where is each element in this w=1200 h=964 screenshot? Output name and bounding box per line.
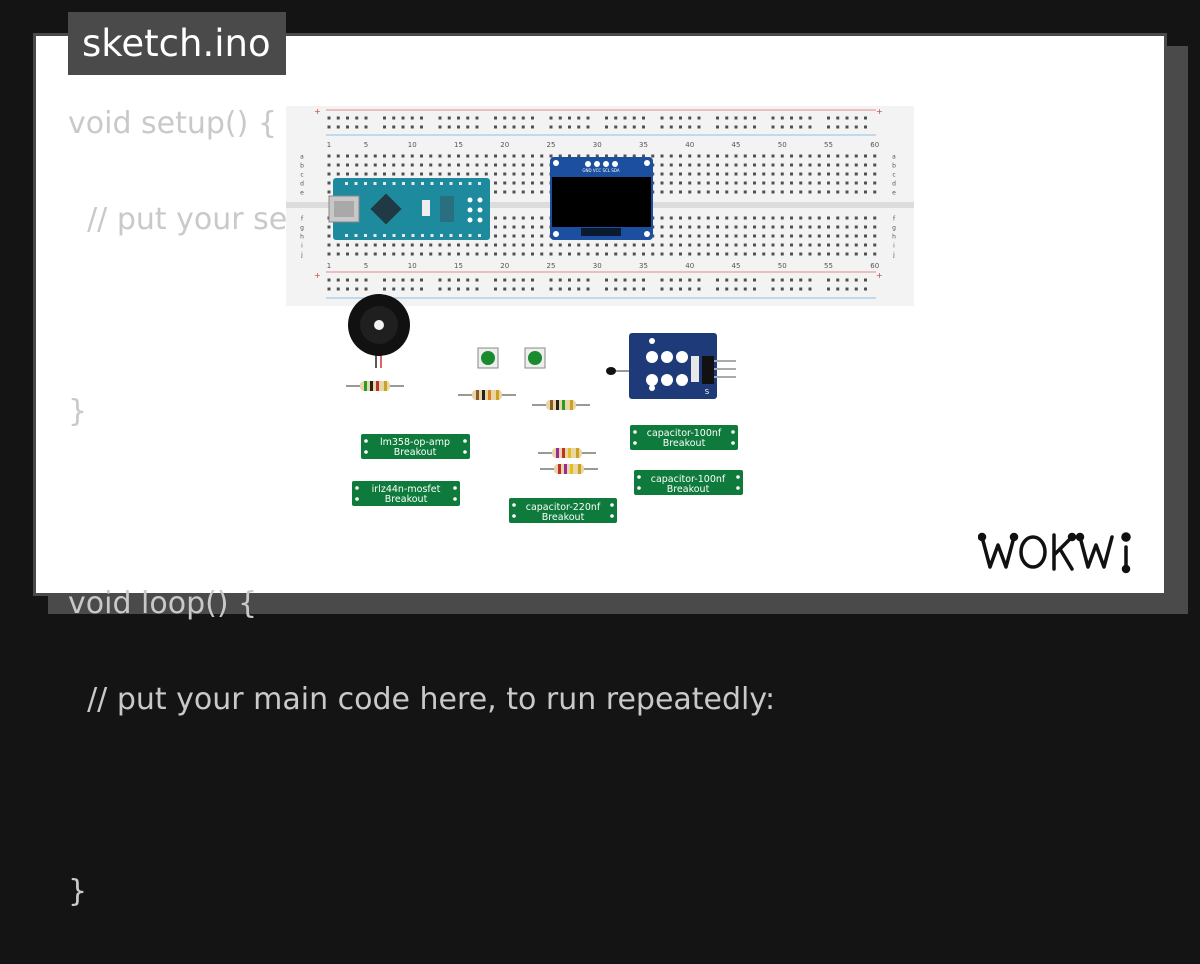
column-number: 55 <box>824 141 833 149</box>
breakout-capacitor-220nf[interactable]: capacitor-220nf Breakout <box>509 498 617 523</box>
code-line: } <box>68 394 88 429</box>
column-number: 10 <box>408 262 417 270</box>
column-number: 15 <box>454 262 463 270</box>
code-line: void loop() { <box>68 586 258 621</box>
breakout-lm358-op-amp[interactable]: lm358-op-amp Breakout <box>361 434 470 459</box>
column-number: 20 <box>500 262 509 270</box>
column-number: 30 <box>593 262 602 270</box>
row-letter: e <box>892 190 896 197</box>
column-number: 35 <box>639 141 648 149</box>
column-number: 45 <box>732 141 741 149</box>
resistor[interactable] <box>532 400 590 410</box>
ntc-temperature-sensor[interactable]: S <box>606 333 736 399</box>
breakout-name: capacitor-100nf <box>651 474 726 485</box>
column-number: 55 <box>824 262 833 270</box>
column-number: 25 <box>547 262 556 270</box>
column-number: 60 <box>870 262 879 270</box>
breakout-sub: Breakout <box>663 438 706 449</box>
row-letter: h <box>300 234 304 241</box>
row-letter: h <box>892 234 896 241</box>
rail-plus-sign: + <box>314 107 321 116</box>
oled-display[interactable]: GND VCC SCL SDA <box>550 157 653 240</box>
column-number: 60 <box>870 141 879 149</box>
column-number: 5 <box>364 262 368 270</box>
row-letter: d <box>892 181 896 188</box>
resistor[interactable] <box>540 464 598 474</box>
buzzer[interactable] <box>348 294 410 368</box>
column-number: 15 <box>454 141 463 149</box>
file-tab[interactable]: sketch.ino <box>68 12 286 75</box>
row-letter: f <box>301 216 304 223</box>
column-number: 45 <box>732 262 741 270</box>
row-letter: b <box>300 163 304 170</box>
pushbutton[interactable] <box>477 347 499 369</box>
breakout-sub: Breakout <box>385 494 428 505</box>
column-number: 1 <box>327 262 331 270</box>
row-letter: a <box>892 154 896 161</box>
row-letter: j <box>892 252 895 259</box>
pushbutton[interactable] <box>524 347 546 369</box>
resistor[interactable] <box>538 448 596 458</box>
resistor[interactable] <box>458 390 516 400</box>
row-letter: i <box>893 243 895 250</box>
row-letter: c <box>892 172 895 179</box>
breakout-name: irlz44n-mosfet <box>372 484 441 495</box>
code-line: void setup() { <box>68 106 277 141</box>
breakout-sub: Breakout <box>394 447 437 458</box>
breakout-sub: Breakout <box>667 484 710 495</box>
circuit-parts: GND VCC SCL SDA <box>328 157 743 523</box>
column-number: 50 <box>778 141 787 149</box>
row-letter: c <box>300 172 303 179</box>
oled-pin-labels: GND VCC SCL SDA <box>582 168 619 173</box>
wokwi-logo[interactable] <box>978 527 1148 577</box>
row-letter: j <box>300 252 303 259</box>
rail-plus-sign: + <box>314 271 321 280</box>
column-number: 40 <box>685 141 694 149</box>
code-line: } <box>68 874 88 909</box>
row-letter: b <box>892 163 896 170</box>
row-letter: d <box>300 181 304 188</box>
code-line: // put your main code here, to run repea… <box>68 682 776 717</box>
row-letter: g <box>300 225 304 232</box>
column-number: 5 <box>364 141 368 149</box>
row-letter: f <box>893 216 896 223</box>
column-number: 20 <box>500 141 509 149</box>
rail-plus-sign: + <box>876 107 883 116</box>
row-letter: i <box>301 243 303 250</box>
breakout-name: capacitor-100nf <box>647 428 722 439</box>
breakout-name: lm358-op-amp <box>380 437 450 448</box>
column-number: 25 <box>547 141 556 149</box>
breakout-sub: Breakout <box>542 512 585 523</box>
breakout-capacitor-100nf[interactable]: capacitor-100nf Breakout <box>630 425 738 450</box>
breakout-irlz44n-mosfet[interactable]: irlz44n-mosfet Breakout <box>352 481 460 506</box>
row-letter: e <box>300 190 304 197</box>
column-number: 10 <box>408 141 417 149</box>
column-number: 1 <box>327 141 331 149</box>
column-number: 35 <box>639 262 648 270</box>
nano-pins <box>345 182 481 237</box>
code-line <box>68 772 775 820</box>
resistor[interactable] <box>346 381 404 391</box>
breakout-capacitor-100nf[interactable]: capacitor-100nf Breakout <box>634 470 743 495</box>
column-number: 50 <box>778 262 787 270</box>
breakout-name: capacitor-220nf <box>526 502 601 513</box>
column-number: 40 <box>685 262 694 270</box>
column-number: 30 <box>593 141 602 149</box>
row-letter: g <box>892 225 896 232</box>
ntc-pin-label: S <box>705 388 710 396</box>
rail-plus-sign: + <box>876 271 883 280</box>
row-letter: a <box>300 154 304 161</box>
arduino-nano[interactable] <box>328 178 490 240</box>
